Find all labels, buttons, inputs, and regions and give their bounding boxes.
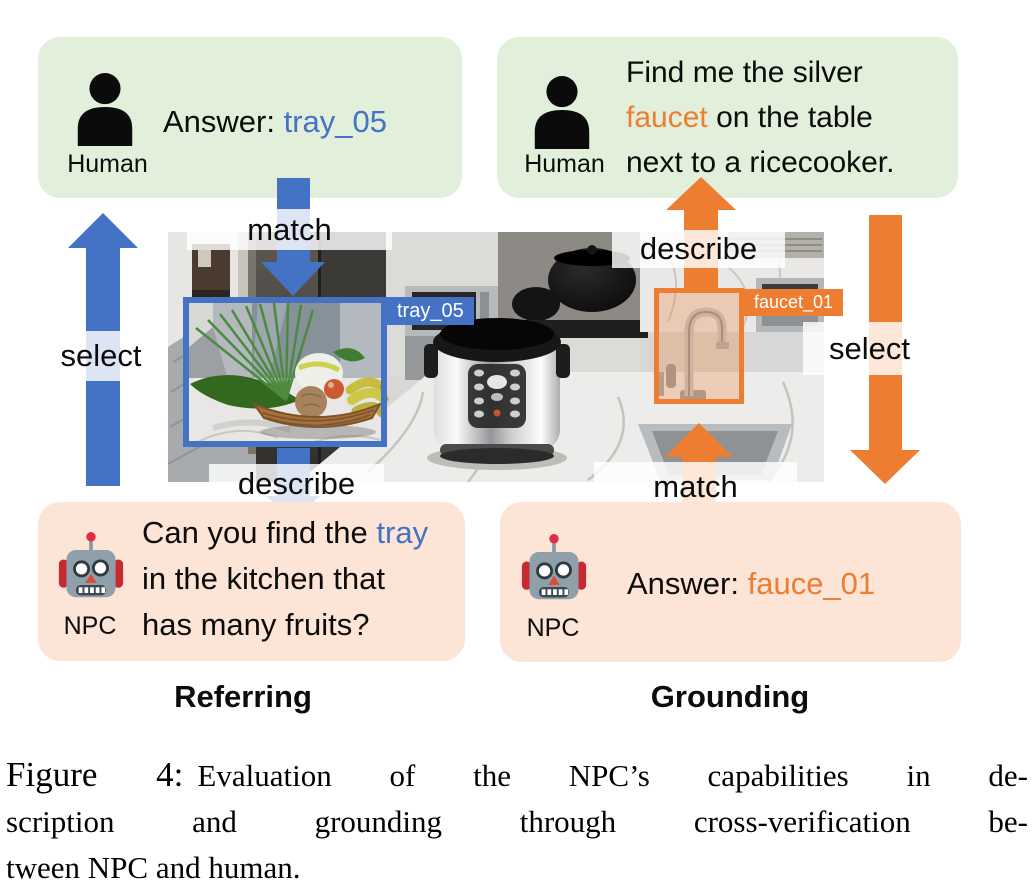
human-icon xyxy=(534,76,590,149)
caption-line-2: scription and grounding through cross-ve… xyxy=(6,804,1028,839)
npc-actor-label: NPC xyxy=(526,614,580,642)
faucet-bbox-label: faucet_01 xyxy=(744,289,844,316)
referring-answer-text: Answer: tray_05 xyxy=(163,104,388,139)
figure-number: Figure 4: xyxy=(6,755,184,794)
arrow-head-down xyxy=(261,262,325,296)
match-label: match xyxy=(187,209,392,250)
arrow-head-up xyxy=(666,177,736,210)
tray-bounding-box xyxy=(183,297,387,447)
grounding-section-label: Grounding xyxy=(650,679,810,714)
select-label: select xyxy=(803,322,936,375)
caption-line-3: tween NPC and human. xyxy=(6,850,301,885)
describe-label: describe xyxy=(612,230,785,268)
robot-face-icon xyxy=(58,532,124,598)
referring-section-label: Referring xyxy=(174,679,312,714)
grounding-npc-panel: NPC Answer: fauce_01 xyxy=(500,502,961,662)
human-icon xyxy=(77,73,133,146)
figure-caption: Figure 4:Evaluation of the NPC’s capabil… xyxy=(6,752,1028,891)
describe-label: describe xyxy=(209,464,384,504)
caption-line-1: Figure 4:Evaluation of the NPC’s capabil… xyxy=(6,755,1028,794)
robot-face-icon xyxy=(521,534,587,600)
select-label: select xyxy=(44,331,158,381)
faucet-bounding-box xyxy=(654,288,744,404)
npc-actor-label: NPC xyxy=(63,612,117,640)
grounding-answer-text: Answer: fauce_01 xyxy=(627,566,876,601)
arrow-head-up xyxy=(665,423,733,457)
arrow-head-down xyxy=(850,450,920,484)
arrow-head-up xyxy=(68,213,138,248)
referring-human-panel: Human Answer: tray_05 xyxy=(38,37,462,198)
human-actor-label: Human xyxy=(524,150,605,178)
human-actor-label: Human xyxy=(67,150,148,178)
tray-bbox-label: tray_05 xyxy=(387,297,474,325)
